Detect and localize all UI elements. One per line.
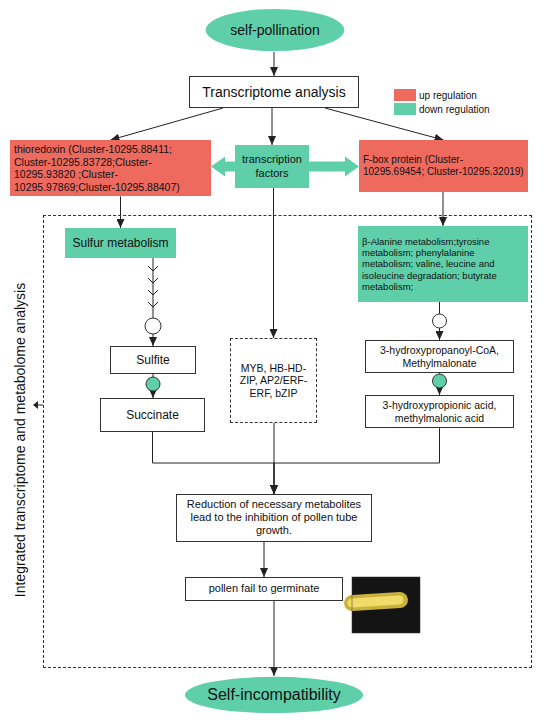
pollen-tube-core: [352, 600, 399, 603]
connector: [273, 188, 274, 338]
pathway-box: β-Alanine metabolism;tyrosine metabolism…: [358, 226, 528, 302]
pathway-box: Sulfur metabolism: [65, 228, 176, 258]
node-text: Sulfur metabolism: [69, 236, 172, 250]
micrograph-ground: [352, 577, 420, 633]
node-text: Succinate: [105, 408, 200, 422]
pollen-tube: [352, 600, 400, 603]
node-text: Sulfite: [115, 353, 191, 367]
ellipse-fill: [185, 677, 363, 713]
connector: [272, 108, 273, 145]
connector: [274, 52, 275, 76]
gene-box: F-box protein (Cluster-10295.69454; Clus…: [359, 140, 528, 192]
metabolite-box: 3-hydroxypropanoyl-CoA, Methylmalonate: [365, 340, 514, 373]
end-ellipse: Self-incompatibility: [184, 676, 364, 714]
connector: [274, 601, 275, 676]
node-text: F-box protein (Cluster-10295.69454; Clus…: [363, 154, 524, 178]
connector: [153, 432, 275, 494]
filled-circle: [146, 377, 160, 391]
process-box: Reduction of necessary metabolites lead …: [176, 494, 372, 542]
ellipse-fill: [206, 9, 345, 51]
node-text: Reduction of necessary metabolites lead …: [181, 498, 367, 538]
node-text: MYB, HB-HD-ZIP, AP2/ERF-ERF, bZIP: [235, 362, 312, 400]
block-arrow: [211, 157, 235, 177]
start-ellipse: self-pollination: [205, 8, 345, 52]
frame-label: Integrated transcriptome and metabolome …: [11, 220, 29, 660]
gene-box: thioredoxin (Cluster-10295.88411; Cluste…: [10, 140, 211, 196]
node-text: transcription factors: [239, 153, 305, 179]
connector: [264, 542, 265, 577]
connector: [274, 428, 440, 494]
side-arrow: [33, 401, 43, 409]
block-arrow: [309, 157, 359, 177]
node-text: β-Alanine metabolism;tyrosine metabolism…: [362, 236, 524, 293]
node-text: pollen fail to germinate: [190, 582, 338, 595]
legend-swatch: [394, 103, 416, 115]
node-text: 3-hydroxypropanoyl-CoA, Methylmalonate: [370, 344, 509, 369]
node-text: 3-hydroxypropionic acid, methylmalonic a…: [370, 399, 509, 424]
legend: up regulation down regulation: [394, 88, 490, 116]
metabolite-box: 3-hydroxypropionic acid, methylmalonic a…: [365, 395, 514, 428]
legend-text: up regulation: [419, 90, 477, 101]
process-box: Transcriptome analysis: [189, 76, 359, 108]
open-circle: [145, 318, 161, 334]
connector: [111, 108, 224, 140]
chevron: [148, 302, 158, 307]
gene-box: transcription factors: [235, 145, 309, 188]
chevron-marks: [148, 266, 158, 307]
chevron: [148, 266, 158, 271]
chevron: [148, 290, 158, 295]
node-text: Transcriptome analysis: [194, 84, 354, 101]
connector: [443, 192, 444, 226]
metabolite-box: Succinate: [100, 398, 205, 432]
legend-item: up regulation: [394, 88, 490, 102]
node-text: thioredoxin (Cluster-10295.88411; Cluste…: [14, 143, 207, 193]
process-box: pollen fail to germinate: [185, 577, 343, 601]
factor-box: MYB, HB-HD-ZIP, AP2/ERF-ERF, bZIP: [230, 338, 317, 423]
side-arrow-head: [33, 401, 38, 409]
node-text: Self-incompatibility: [198, 685, 350, 704]
micrograph-border: [352, 577, 420, 633]
metabolite-box: Sulfite: [110, 346, 196, 374]
open-circle: [433, 314, 447, 328]
analysis-frame: Integrated transcriptome and metabolome …: [43, 215, 532, 668]
legend-item: down regulation: [394, 102, 490, 116]
chevron: [148, 278, 158, 283]
connector: [120, 196, 121, 228]
legend-text: down regulation: [419, 104, 490, 115]
legend-swatch: [394, 89, 416, 101]
node-text: self-pollination: [219, 22, 331, 39]
filled-circle: [433, 374, 447, 388]
pollen-micrograph: [352, 577, 420, 633]
